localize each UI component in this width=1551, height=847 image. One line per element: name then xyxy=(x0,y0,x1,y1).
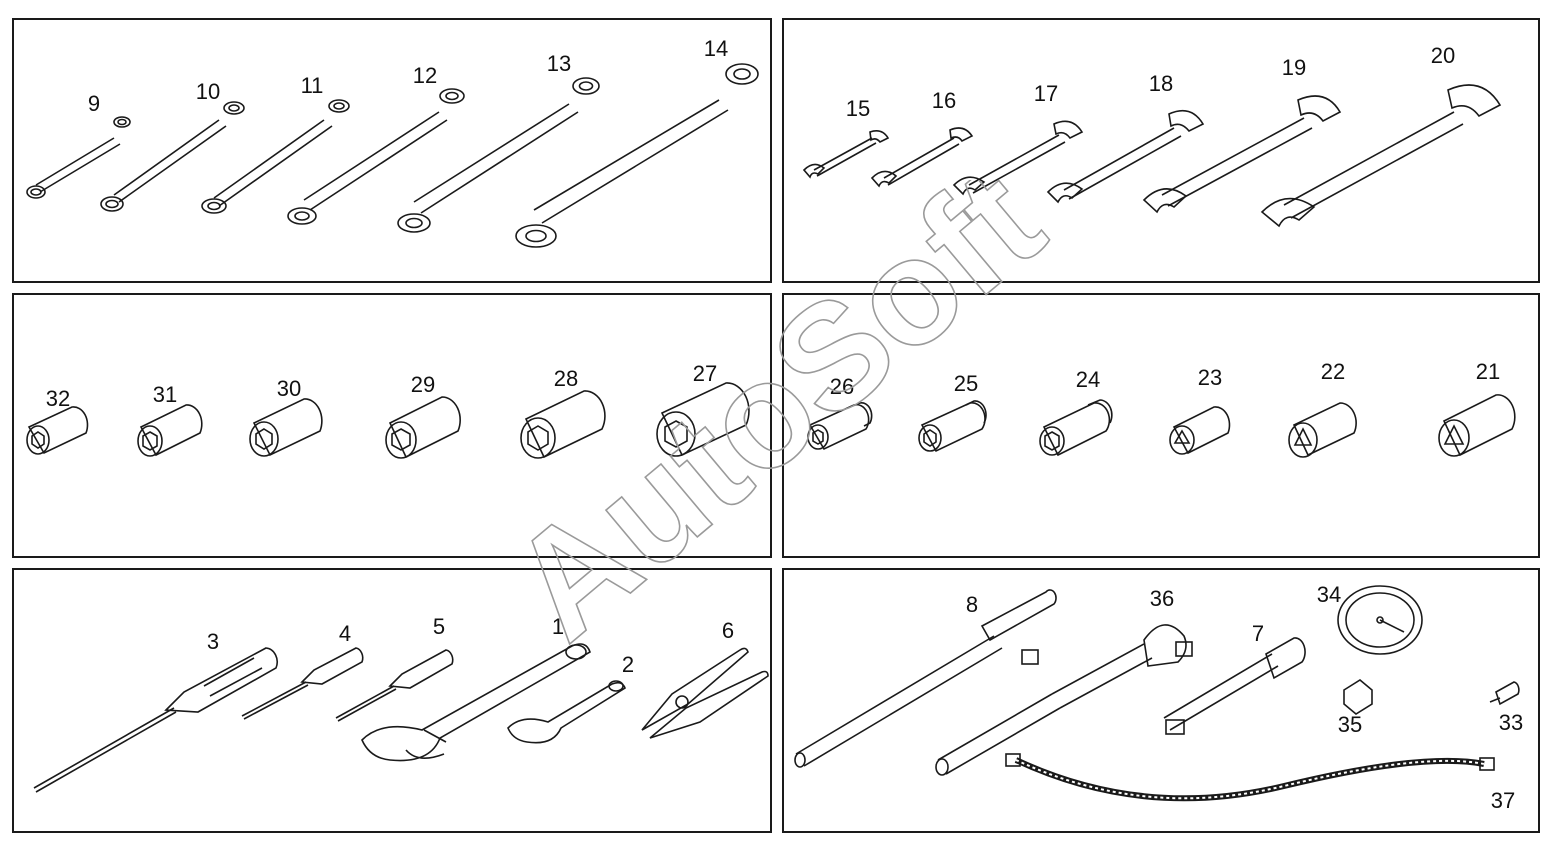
open-spanner-20 xyxy=(1260,84,1502,228)
extension-bar-7 xyxy=(1163,637,1306,735)
socket-30 xyxy=(249,398,323,457)
panel-open-end-spanners: 15 16 17 18 19 20 xyxy=(782,18,1540,283)
part-label: 25 xyxy=(953,371,979,396)
adjustable-wrench-2 xyxy=(507,680,626,744)
part-label: 29 xyxy=(410,372,436,397)
part-label: 31 xyxy=(152,382,178,407)
hand-tools-drawing xyxy=(33,643,769,793)
part-label: 19 xyxy=(1281,55,1307,80)
sockets-left-drawing xyxy=(26,382,750,459)
screwdriver-4 xyxy=(241,647,364,720)
socket-31 xyxy=(137,404,203,457)
part-label: 9 xyxy=(87,91,101,116)
ring-spanner-13 xyxy=(397,77,600,233)
panel-ring-spanners: 9 10 11 12 13 14 xyxy=(12,18,772,283)
part-label: 35 xyxy=(1337,712,1363,737)
part-label: 28 xyxy=(553,366,579,391)
socket-27 xyxy=(656,382,750,457)
flexible-hose-37 xyxy=(1005,753,1495,802)
part-label: 15 xyxy=(845,96,871,121)
open-spanner-18 xyxy=(1046,109,1205,204)
ring-spanner-11 xyxy=(201,99,350,214)
socket-26 xyxy=(807,402,873,451)
part-label: 30 xyxy=(276,376,302,401)
part-label: 14 xyxy=(703,36,729,61)
part-label: 3 xyxy=(206,629,220,654)
part-label: 8 xyxy=(965,592,979,617)
part-label: 11 xyxy=(300,73,324,98)
part-label: 17 xyxy=(1033,81,1059,106)
part-label: 2 xyxy=(621,652,635,677)
socket-25 xyxy=(918,400,987,453)
part-label: 33 xyxy=(1498,710,1524,735)
adjustable-wrench-1 xyxy=(361,643,591,762)
ring-spanner-12 xyxy=(287,88,465,225)
open-spanner-16 xyxy=(870,127,974,188)
pliers-6 xyxy=(641,647,769,739)
part-label: 24 xyxy=(1075,367,1101,392)
socket-29 xyxy=(385,396,461,459)
panel-drive-tools: 8 36 7 34 35 33 37 xyxy=(782,568,1540,833)
part-label: 22 xyxy=(1320,359,1346,384)
screwdriver-3 xyxy=(33,647,278,793)
ring-spanners-drawing xyxy=(26,63,759,248)
ring-spanner-14 xyxy=(515,63,759,248)
socket-23 xyxy=(1169,406,1231,455)
socket-32 xyxy=(26,406,89,455)
part-label: 5 xyxy=(432,614,446,639)
part-label: 36 xyxy=(1149,586,1175,611)
part-label: 1 xyxy=(551,614,565,639)
part-label: 13 xyxy=(546,51,572,76)
drive-tools-drawing xyxy=(794,585,1520,802)
panel-sockets-left: 32 31 30 29 28 27 xyxy=(12,293,772,558)
adapter-33 xyxy=(1489,681,1520,706)
part-label: 34 xyxy=(1316,582,1342,607)
ratchet-handle-36 xyxy=(935,624,1193,776)
adapter-35 xyxy=(1343,679,1373,715)
part-label: 6 xyxy=(721,618,735,643)
sockets-right-drawing xyxy=(807,394,1516,458)
part-label: 16 xyxy=(931,88,957,113)
part-label: 20 xyxy=(1430,43,1456,68)
part-label: 26 xyxy=(829,374,855,399)
part-label: 32 xyxy=(45,386,71,411)
socket-24 xyxy=(1039,399,1113,457)
panel-hand-tools: 3 4 5 1 2 6 xyxy=(12,568,772,833)
part-label: 7 xyxy=(1251,621,1265,646)
part-label: 4 xyxy=(338,621,352,646)
socket-28 xyxy=(520,390,606,459)
part-label: 37 xyxy=(1490,788,1516,813)
screwdriver-5 xyxy=(335,649,454,722)
part-label: 12 xyxy=(412,63,438,88)
ring-spanner-9 xyxy=(26,116,131,199)
part-label: 27 xyxy=(692,361,718,386)
t-bar-handle-8 xyxy=(794,589,1057,768)
part-label: 21 xyxy=(1475,359,1501,384)
open-end-spanners-drawing xyxy=(802,84,1502,228)
open-spanner-19 xyxy=(1142,95,1342,214)
pressure-gauge-34 xyxy=(1337,585,1423,655)
part-label: 18 xyxy=(1148,71,1174,96)
socket-21 xyxy=(1438,394,1516,457)
socket-22 xyxy=(1288,402,1357,458)
ring-spanner-10 xyxy=(100,101,245,212)
panel-sockets-right: 26 25 24 23 22 21 xyxy=(782,293,1540,558)
open-spanner-15 xyxy=(802,130,890,179)
part-label: 23 xyxy=(1197,365,1223,390)
open-spanner-17 xyxy=(952,120,1084,196)
part-label: 10 xyxy=(195,79,221,104)
